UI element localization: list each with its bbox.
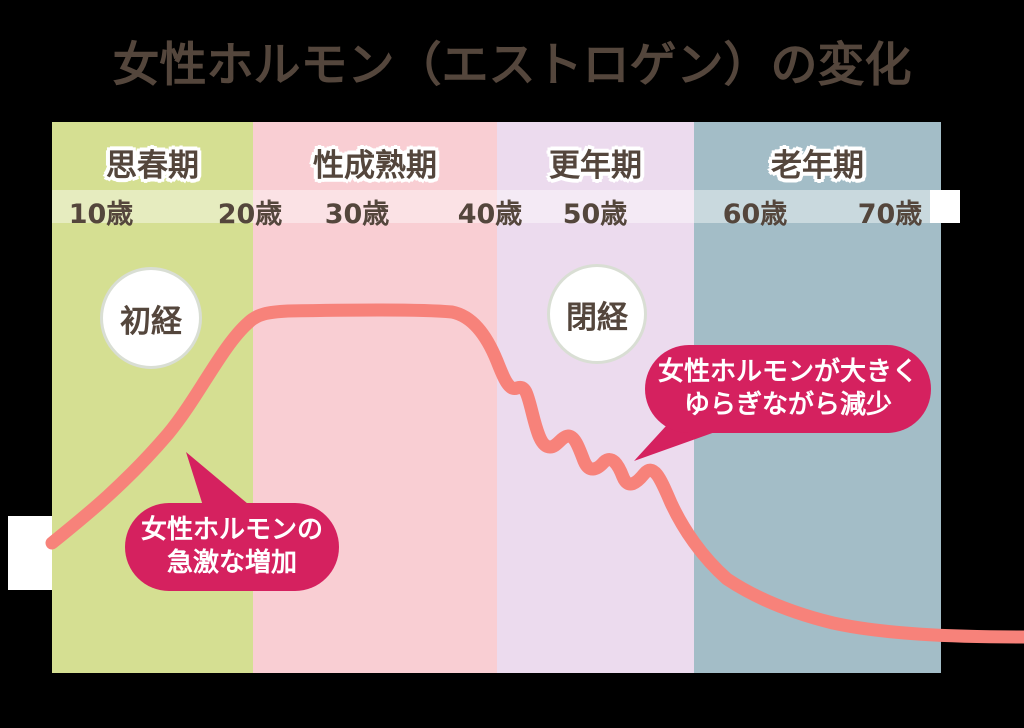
callout-rapid-increase: 女性ホルモンの 急激な増加: [125, 503, 339, 591]
age-axis-strip: [52, 190, 941, 223]
hormone-curve: [45, 303, 1024, 644]
age-tick-20: 20歳: [217, 199, 283, 230]
stage-label-menopause: 更年期: [549, 148, 642, 184]
callout-fluctuating-decrease-line2: ゆらぎながら減少: [683, 390, 892, 420]
menopause-label: 閉経: [566, 299, 628, 336]
callout-rapid-increase-line1: 女性ホルモンの: [140, 515, 323, 545]
white-tab-right: [930, 190, 960, 223]
menarche-circle: 初経: [100, 267, 202, 369]
page-title: 女性ホルモン（エストロゲン）の変化: [112, 38, 912, 93]
age-tick-10: 10歳: [68, 199, 134, 230]
age-tick-60: 60歳: [722, 199, 788, 230]
callout-left-tail: [186, 452, 254, 509]
callout-fluctuating-decrease: 女性ホルモンが大きく ゆらぎながら減少: [645, 345, 931, 433]
callout-right-tail: [634, 426, 718, 461]
age-tick-30: 30歳: [324, 199, 390, 230]
age-tick-50: 50歳: [562, 199, 628, 230]
menarche-label: 初経: [120, 303, 182, 340]
callout-fluctuating-decrease-line1: 女性ホルモンが大きく: [657, 357, 918, 387]
menopause-circle: 閉経: [547, 264, 647, 364]
age-tick-40: 40歳: [457, 199, 523, 230]
stage-label-puberty: 思春期: [106, 148, 199, 184]
white-tab-left: [8, 516, 52, 590]
callout-rapid-increase-line2: 急激な増加: [166, 548, 297, 578]
age-tick-70: 70歳: [857, 199, 923, 230]
stage-label-senior: 老年期: [771, 148, 864, 184]
stage-label-maturity: 性成熟期: [313, 148, 437, 184]
